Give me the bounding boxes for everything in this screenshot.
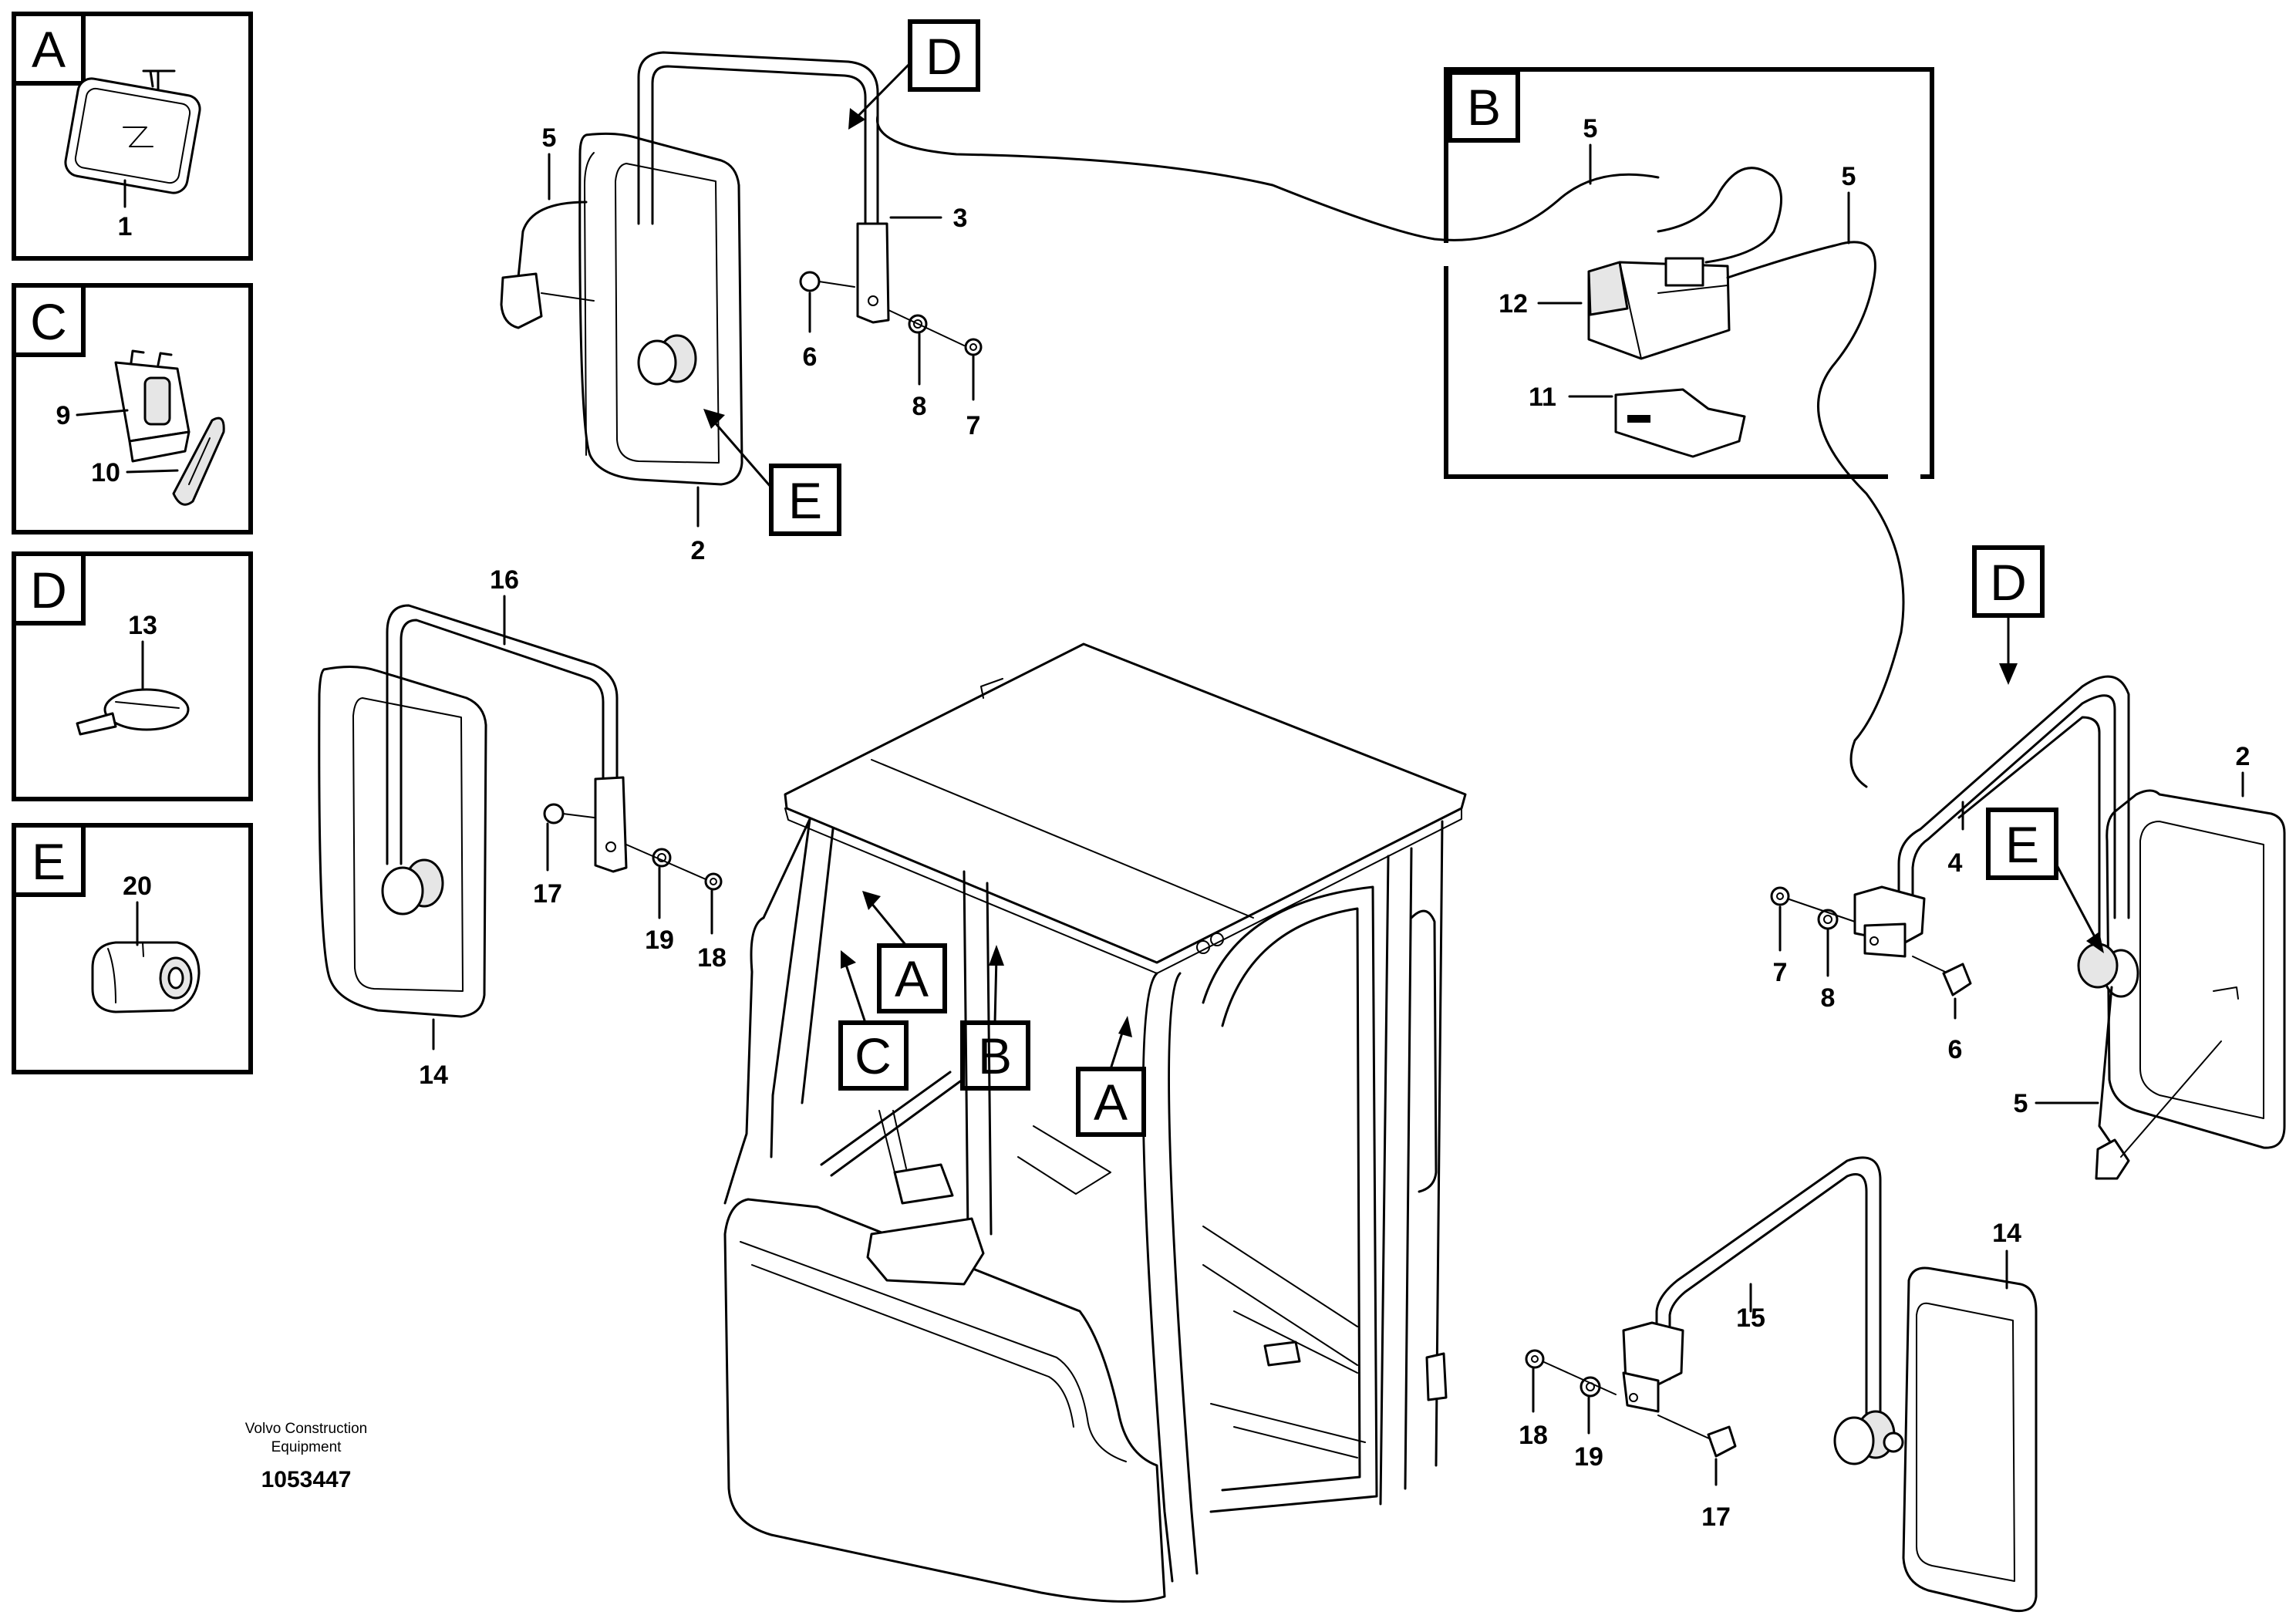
detail-box-b-letter: B (1467, 79, 1501, 136)
svg-text:D: D (1990, 554, 2027, 611)
detail-box-d: D 13 (12, 551, 253, 801)
reference-d-top: D (848, 19, 980, 130)
svg-text:C: C (855, 1027, 892, 1084)
reference-d-right: D (1972, 545, 2045, 685)
reference-a-lower: A (1076, 1016, 1146, 1137)
detail-box-e-letter: E (32, 833, 66, 890)
company-name-line2: Equipment (271, 1439, 342, 1455)
callout-19-right: 19 (1574, 1442, 1603, 1472)
svg-text:B: B (978, 1027, 1012, 1084)
callout-3: 3 (953, 204, 968, 233)
callout-20: 20 (123, 872, 152, 901)
reference-e-right: E (1986, 808, 2104, 953)
reference-c-cab: C (838, 950, 909, 1091)
detail-box-c-letter: C (30, 293, 67, 350)
callout-5-right: 5 (2014, 1089, 2028, 1118)
svg-text:A: A (1094, 1074, 1128, 1131)
cable-tie-part (76, 688, 190, 736)
detail-box-c: C 9 10 (12, 283, 253, 534)
callout-11: 11 (1529, 383, 1556, 412)
detail-box-a-letter: A (32, 21, 66, 78)
callout-18-right: 18 (1519, 1421, 1548, 1450)
reference-e-top: E (703, 409, 841, 536)
interior-mirror-part (64, 69, 201, 194)
callout-4: 4 (1948, 848, 1963, 878)
callout-17-left: 17 (533, 879, 562, 909)
detail-box-d-letter: D (30, 561, 67, 619)
callout-8-top: 8 (912, 392, 927, 421)
callout-10: 10 (91, 458, 120, 487)
callout-12: 12 (1499, 289, 1528, 319)
right-lower-mirror-assembly (1525, 1156, 2038, 1613)
detail-box-a: A 1 (12, 12, 253, 261)
callout-7-right: 7 (1773, 958, 1788, 987)
left-upper-hardware (799, 271, 983, 356)
detail-box-e: E 20 (12, 823, 253, 1074)
connector-housing-part (1587, 257, 1731, 360)
callout-15: 15 (1736, 1303, 1765, 1333)
callout-13: 13 (128, 611, 157, 640)
callout-18-left: 18 (697, 943, 727, 973)
harness-cable-top (875, 114, 1660, 241)
callout-16: 16 (490, 565, 519, 595)
left-lower-mirror-assembly (318, 604, 723, 1018)
callout-6-top: 6 (803, 342, 818, 372)
svg-text:D: D (925, 28, 963, 85)
right-upper-mirror-assembly (1770, 675, 2286, 1180)
clamp-part (91, 941, 201, 1013)
detail-box-b: B 12 11 5 5 (1444, 67, 1934, 788)
reference-b-cab: B (960, 945, 1030, 1091)
callout-14-left: 14 (419, 1061, 448, 1090)
svg-text:E: E (788, 472, 822, 529)
left-upper-mirror-assembly (500, 51, 890, 486)
reference-a-upper: A (862, 891, 947, 1013)
svg-text:E: E (2005, 816, 2039, 873)
callout-2-left: 2 (691, 536, 706, 565)
callout-5-top-left: 5 (542, 123, 557, 153)
switch-cover-part (172, 416, 225, 506)
callout-7-top: 7 (966, 411, 981, 440)
callout-6-right: 6 (1948, 1035, 1963, 1064)
callout-8-right: 8 (1821, 983, 1836, 1013)
callout-19-left: 19 (645, 926, 674, 955)
rocker-switch-part (114, 349, 190, 463)
callout-2-right: 2 (2236, 742, 2250, 771)
connector-cover-part (1614, 388, 1746, 458)
callout-14-right: 14 (1992, 1219, 2021, 1248)
drawing-number: 1053447 (261, 1467, 352, 1492)
callout-5-b-right: 5 (1842, 162, 1856, 191)
svg-text:A: A (895, 950, 929, 1007)
callout-17-right: 17 (1701, 1502, 1731, 1532)
callout-1: 1 (118, 212, 133, 241)
callout-5-b-left: 5 (1583, 114, 1598, 143)
company-name-line1: Volvo Construction (245, 1421, 367, 1437)
callout-9: 9 (56, 401, 71, 430)
